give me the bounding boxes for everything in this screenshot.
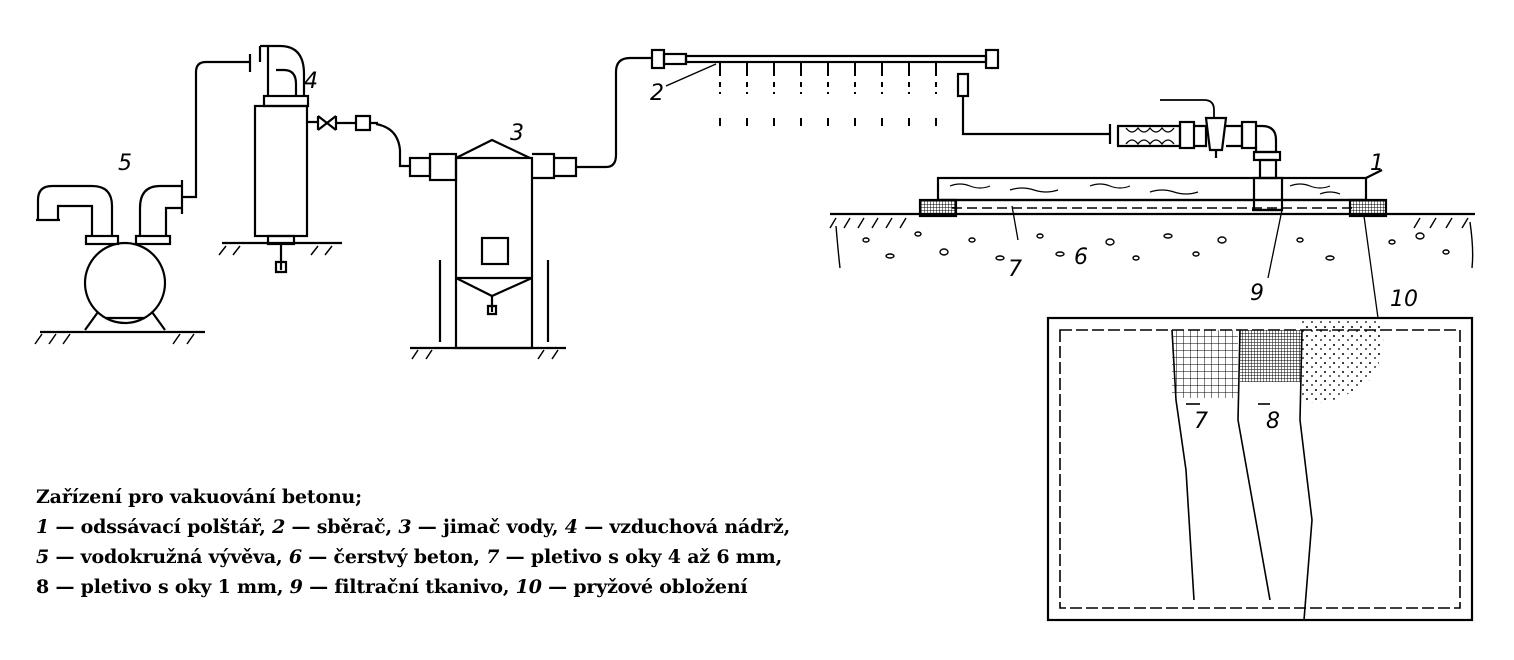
label-9: 9 xyxy=(1250,281,1264,306)
figure-caption: Zařízení pro vakuování betonu; 1 — odssá… xyxy=(36,482,790,602)
inset-label-7: 7 xyxy=(1194,409,1208,434)
label-10: 10 xyxy=(1390,287,1418,312)
water-trap xyxy=(408,56,652,360)
caption-title: Zařízení pro vakuování betonu; xyxy=(36,486,362,508)
label-1: 1 xyxy=(1370,151,1384,176)
caption-line-1: 1 — odssávací polštář, 2 — sběrač, 3 — j… xyxy=(36,516,791,538)
suction-pad xyxy=(918,169,1388,218)
label-6: 6 xyxy=(1074,245,1088,270)
inset-label-8: 8 xyxy=(1266,409,1280,434)
label-5: 5 xyxy=(118,151,132,176)
collector xyxy=(650,48,1112,144)
air-tank xyxy=(218,44,410,274)
label-2: 2 xyxy=(650,81,664,106)
caption-line-3: 8 — pletivo s oky 1 mm, 9 — filtrační tk… xyxy=(36,576,748,598)
caption-line-2: 5 — vodokružná vývěva, 6 — čerstvý beton… xyxy=(36,546,783,568)
label-4: 4 xyxy=(304,69,318,94)
detail-inset xyxy=(1046,316,1474,622)
vacuum-pump xyxy=(34,54,252,345)
fresh-concrete xyxy=(829,205,1475,319)
label-3: 3 xyxy=(510,121,524,146)
label-7: 7 xyxy=(1008,257,1022,282)
pad-connector xyxy=(1116,99,1284,212)
